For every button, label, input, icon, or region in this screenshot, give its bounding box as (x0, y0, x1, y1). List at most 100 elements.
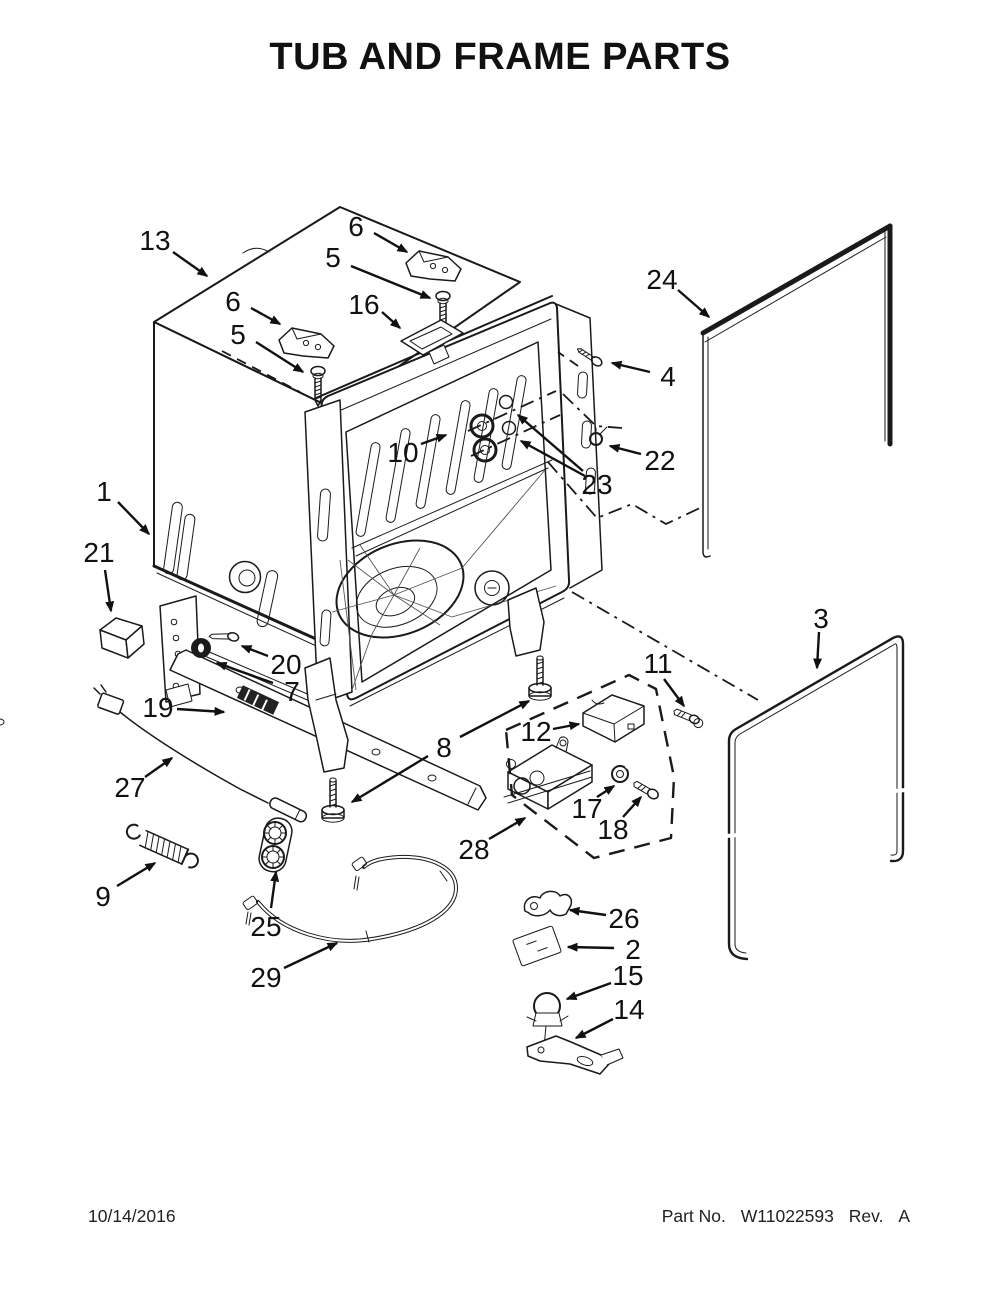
grommet-link-25 (258, 817, 293, 873)
clip-26 (523, 890, 573, 917)
door-gasket-3 (725, 635, 907, 961)
callout-arrow-9 (116, 861, 157, 888)
spring-9 (125, 823, 199, 869)
callout-arrow-14 (574, 1017, 614, 1040)
callout-number-5: 5 (230, 319, 246, 350)
screw-11 (673, 708, 704, 729)
callout-number-21: 21 (83, 537, 114, 568)
revision-value: A (898, 1206, 910, 1226)
callout-number-5: 5 (325, 242, 341, 273)
callout-arrow-2 (566, 942, 615, 952)
callout-arrow-24 (677, 289, 711, 318)
callout-arrow-18 (622, 795, 643, 818)
callout-number-18: 18 (597, 814, 628, 845)
callout-arrow-22 (608, 444, 642, 456)
callout-number-27: 27 (114, 772, 145, 803)
junction-box (503, 736, 593, 810)
callout-number-3: 3 (813, 603, 829, 634)
callout-number-28: 28 (458, 834, 489, 865)
page-title: TUB AND FRAME PARTS (269, 36, 731, 78)
callout-arrow-5 (255, 340, 305, 374)
callout-number-11: 11 (643, 648, 672, 679)
callout-arrow-29 (283, 941, 339, 970)
mount-bracket-top-left (278, 327, 335, 359)
part-number-label: Part No. (661, 1206, 726, 1226)
screw-20 (208, 631, 240, 642)
callout-arrow-27 (144, 757, 174, 778)
callout-arrow-23 (516, 414, 584, 472)
footer-date: 10/14/2016 (88, 1206, 176, 1226)
footer-part-info: Part No. W11022593 Rev. A (652, 1206, 910, 1227)
callout-arrow-23 (519, 439, 586, 478)
callout-arrow-11 (663, 678, 685, 708)
callout-number-20: 20 (270, 649, 301, 680)
callout-arrow-8 (350, 754, 429, 804)
callout-arrow-7 (215, 661, 274, 685)
callout-arrow-13 (172, 251, 209, 277)
tub-frame (304, 295, 603, 707)
revision-label: Rev. (848, 1206, 884, 1226)
part-21-block (99, 617, 145, 659)
callout-arrow-28 (488, 816, 527, 841)
part-number-value: W11022593 (740, 1206, 834, 1226)
dashed-group-box-28 (504, 673, 676, 860)
callout-number-4: 4 (660, 361, 676, 392)
callout-number-15: 15 (612, 960, 643, 991)
fastener-22 (589, 426, 608, 446)
callout-number-22: 22 (644, 445, 675, 476)
mount-bracket-top-right (405, 250, 462, 282)
callout-arrow-8 (459, 699, 531, 739)
callout-number-17: 17 (571, 793, 602, 824)
callout-number-16: 16 (348, 289, 379, 320)
hose-29 (242, 854, 458, 943)
callout-arrow-25 (269, 870, 280, 909)
callout-arrow-21 (103, 569, 115, 613)
bracket-14 (526, 1035, 624, 1075)
bracket-16 (400, 319, 464, 365)
callout-arrow-15 (565, 981, 612, 1001)
callout-number-29: 29 (250, 962, 281, 993)
ring-17 (611, 761, 633, 783)
callout-arrow-3 (813, 631, 823, 670)
washers-23 (498, 394, 517, 436)
callout-number-6: 6 (225, 286, 241, 317)
leader-lines (221, 350, 759, 701)
callout-arrow-17 (596, 784, 616, 799)
callout-arrow-26 (568, 906, 607, 917)
callout-arrow-6 (373, 231, 409, 254)
callout-number-26: 26 (608, 903, 639, 934)
screw-4 (576, 348, 603, 367)
callout-arrow-4 (610, 360, 651, 374)
callout-number-7: 7 (284, 676, 300, 707)
thermostat-15 (526, 992, 569, 1048)
callout-number-19: 19 (142, 692, 173, 723)
callout-arrow-12 (552, 721, 581, 731)
callout-number-2: 2 (625, 934, 641, 965)
side-panel-24 (700, 223, 893, 558)
callout-number-8: 8 (436, 732, 452, 763)
callout-number-9: 9 (95, 881, 111, 912)
callout-arrow-10 (420, 433, 448, 446)
callout-number-25: 25 (250, 911, 281, 942)
callout-number-13: 13 (139, 225, 170, 256)
callout-number-1: 1 (96, 476, 112, 507)
callout-arrow-6 (250, 306, 282, 326)
callout-number-10: 10 (387, 437, 418, 468)
callout-number-12: 12 (520, 716, 551, 747)
callout-arrow-19 (176, 706, 226, 716)
callout-number-24: 24 (646, 264, 677, 295)
callout-number-14: 14 (613, 994, 644, 1025)
callout-arrow-16 (381, 311, 402, 329)
cover-12 (582, 694, 645, 743)
grommet-7 (191, 638, 211, 658)
callout-arrow-20 (240, 644, 269, 658)
label-2 (512, 925, 562, 967)
callout-arrow-1 (117, 501, 151, 536)
callout-number-23: 23 (581, 469, 612, 500)
callout-arrow-5 (350, 264, 432, 300)
wire-27 (93, 684, 308, 823)
screw-18 (633, 780, 659, 800)
